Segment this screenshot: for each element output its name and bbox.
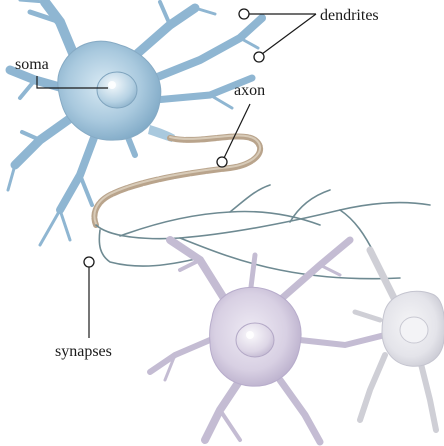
nucleus-lilac [236, 323, 274, 357]
nucleolus-lilac [246, 331, 254, 339]
axon-terminal-main [96, 203, 430, 239]
leader-dendrites-lower [262, 14, 316, 54]
neuron-blue [8, 0, 262, 245]
marker-axon [217, 157, 227, 167]
nucleus-blue [97, 72, 137, 108]
label-dendrites: dendrites [320, 7, 379, 24]
leader-axon [224, 104, 250, 158]
axon-terminal-branch-1 [180, 238, 400, 279]
axon-terminal-branch-2 [120, 212, 320, 236]
nucleus-grey [400, 317, 428, 343]
neuron-lilac [150, 240, 385, 442]
marker-dendrites-lower [254, 52, 264, 62]
label-synapses: synapses [55, 343, 112, 360]
axon-terminal-branch-4 [230, 185, 270, 212]
marker-dendrites-upper [239, 9, 249, 19]
marker-synapses [84, 257, 94, 267]
label-soma: soma [15, 56, 49, 73]
label-synapses-group: synapses [55, 257, 112, 360]
axon [94, 125, 430, 279]
label-axon: axon [234, 82, 265, 99]
nucleolus-blue [108, 81, 116, 89]
